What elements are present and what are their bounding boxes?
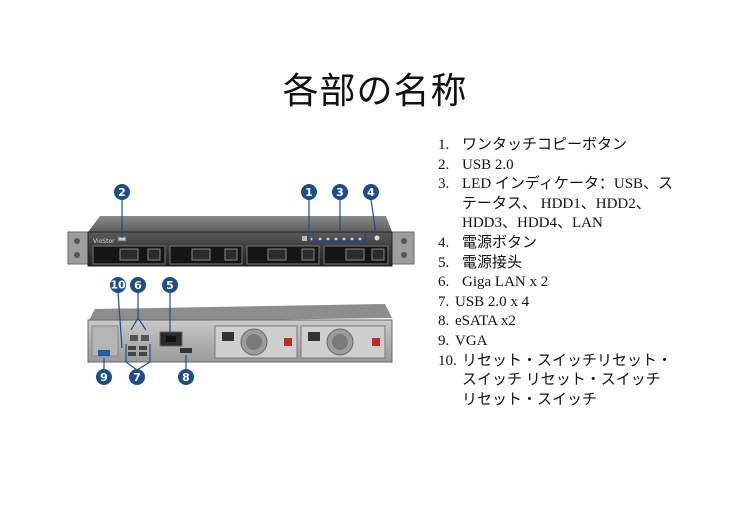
item-text: 電源接头	[462, 254, 523, 271]
svg-text:10: 10	[110, 279, 126, 292]
callout-3: 3	[332, 184, 348, 200]
item-text: 電源ボタン	[462, 234, 538, 251]
rear-panel	[87, 304, 393, 363]
list-item: 1. ワンタッチコピーボタン	[438, 136, 738, 156]
item-text: リセット・スイッチ	[462, 391, 598, 408]
usb-rear-2	[139, 346, 147, 350]
esata-port	[180, 348, 192, 353]
callout-9: 9	[96, 369, 112, 385]
power-button	[374, 235, 380, 241]
front-panel: VioStor	[67, 216, 415, 267]
callout-10: 10	[110, 277, 126, 293]
list-item: 2. USB 2.0	[438, 156, 738, 176]
psu-module-1	[214, 325, 298, 359]
vga-port	[98, 350, 110, 356]
right-rack-ear	[391, 231, 415, 265]
item-text: eSATA x2	[455, 313, 516, 330]
usb-rear-3	[128, 352, 136, 356]
item-number: 3.	[438, 176, 450, 193]
brand-logo: VioStor	[93, 238, 115, 245]
svg-text:3: 3	[336, 186, 344, 199]
callout-4: 4	[363, 184, 379, 200]
svg-text:5: 5	[166, 279, 174, 292]
callout-6: 6	[130, 277, 146, 293]
list-item: 7. USB 2.0 x 4	[438, 293, 738, 313]
list-item: 4. 電源ボタン	[438, 234, 738, 254]
callout-1: 1	[301, 184, 317, 200]
svg-text:8: 8	[182, 371, 190, 384]
one-touch-copy-button	[302, 236, 307, 241]
item-number: 10.	[438, 352, 457, 369]
item-number: 6.	[438, 274, 450, 291]
item-text: HDD3、HDD4、LAN	[462, 215, 603, 232]
item-text: USB 2.0	[462, 156, 514, 173]
svg-text:2: 2	[118, 186, 126, 199]
item-text: VGA	[455, 332, 488, 349]
item-number: 7.	[438, 293, 450, 310]
list-item: 5. 電源接头	[438, 254, 738, 274]
item-text: ワンタッチコピーボタン	[462, 137, 628, 153]
front-callout-lines	[121, 198, 377, 242]
item-text: リセット・スイッチリセット・	[462, 352, 673, 369]
page-title: 各部の名称	[282, 71, 468, 112]
svg-text:6: 6	[134, 279, 142, 292]
svg-text:4: 4	[367, 186, 375, 199]
item-number: 1.	[438, 137, 450, 153]
left-rack-ear	[67, 231, 91, 265]
callout-2: 2	[114, 184, 130, 200]
list-item: 10. リセット・スイッチリセット・ スイッチ リセット・スイッチ リセット・ス…	[438, 352, 738, 411]
item-text: テータス、 HDD1、HDD2、	[462, 195, 651, 212]
item-number: 2.	[438, 156, 450, 173]
callout-badges: 1 2 3 4 5 6 7 8	[96, 184, 379, 385]
parts-list: 1. ワンタッチコピーボタン 2. USB 2.0 3. LED インディケータ…	[438, 136, 738, 410]
item-text: Giga LAN x 2	[462, 274, 549, 291]
callout-8: 8	[178, 369, 194, 385]
callout-7: 7	[129, 369, 145, 385]
svg-text:9: 9	[100, 371, 108, 384]
svg-text:7: 7	[133, 371, 141, 384]
chassis-top	[88, 216, 392, 232]
list-item: 8. eSATA x2	[438, 312, 738, 332]
list-item: 6. Giga LAN x 2	[438, 273, 738, 293]
item-text: スイッチ リセット・スイッチ	[462, 372, 661, 389]
list-item: 3. LED インディケータ：USB、ス テータス、 HDD1、HDD2、 HD…	[438, 175, 738, 234]
item-number: 5.	[438, 254, 450, 271]
lan-port-2	[141, 335, 149, 341]
usb-rear-1	[128, 346, 136, 350]
lan-port-1	[130, 335, 138, 341]
item-number: 9.	[438, 332, 450, 349]
callout-5: 5	[162, 277, 178, 293]
svg-text:1: 1	[305, 186, 313, 199]
item-text: USB 2.0 x 4	[455, 293, 530, 310]
item-number: 4.	[438, 234, 450, 251]
rear-callout-lines	[103, 291, 187, 371]
item-number: 8.	[438, 313, 450, 330]
list-item: 9. VGA	[438, 332, 738, 352]
usb-rear-4	[139, 352, 147, 356]
psu-module-2	[300, 325, 386, 359]
item-text: LED インディケータ：USB、ス	[462, 176, 674, 193]
drive-trays	[92, 245, 389, 265]
